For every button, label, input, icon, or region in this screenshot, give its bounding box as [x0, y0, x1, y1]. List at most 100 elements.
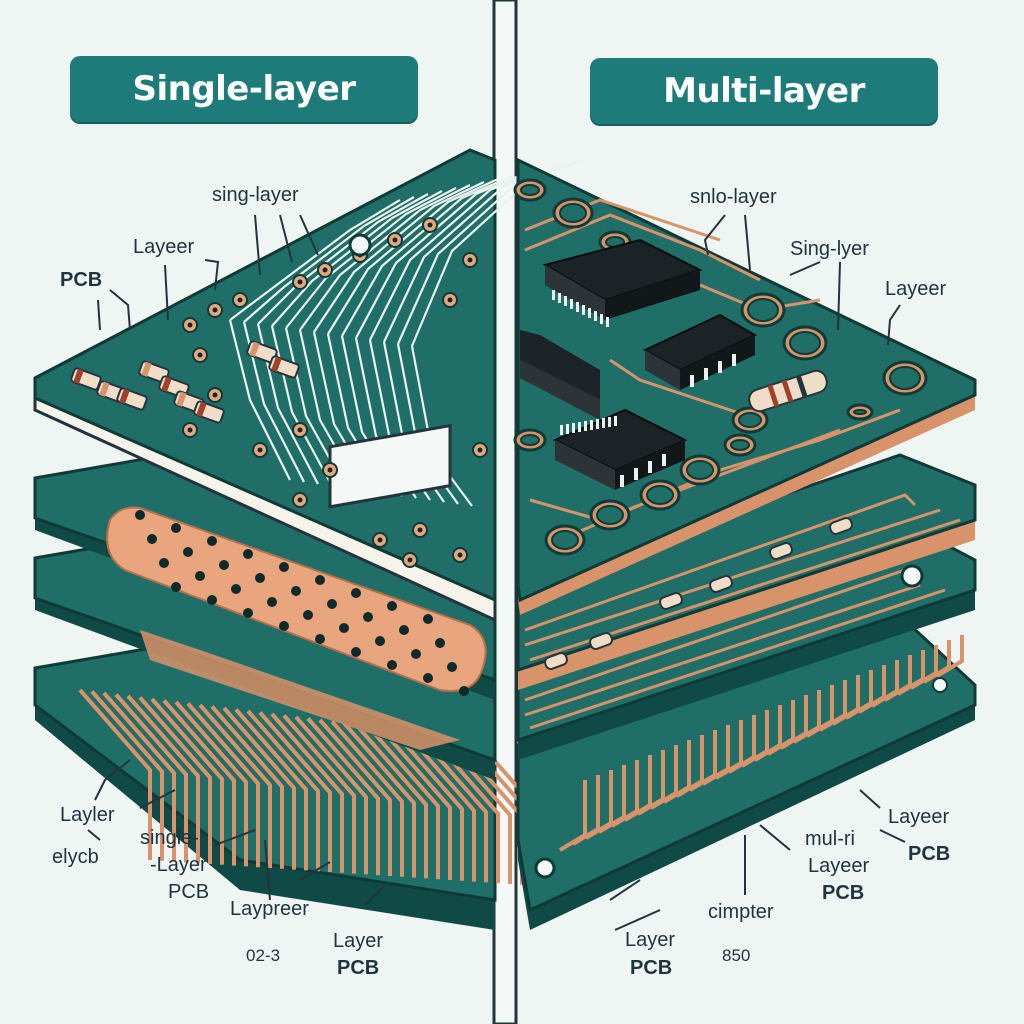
left-copper-pour-holes — [135, 510, 469, 696]
via-hole-icon — [243, 549, 253, 559]
via-hole-icon — [297, 279, 303, 285]
right-label-layeer-2: Layeer — [888, 806, 950, 828]
ic-pin — [588, 308, 591, 318]
ic-pin — [704, 368, 708, 380]
via-hole-icon — [738, 412, 762, 428]
right-label-mul-ri: mul-ri — [805, 828, 855, 850]
ic-pin — [690, 375, 694, 387]
via-hole-icon — [159, 558, 169, 568]
left-top-board — [33, 148, 583, 623]
via-hole-icon — [730, 439, 750, 451]
via-hole-icon — [257, 447, 263, 453]
via-hole-icon — [231, 584, 241, 594]
resistor-icon — [769, 542, 793, 560]
left-single-layer-stack — [33, 148, 583, 930]
via-hole-icon — [447, 297, 453, 303]
via-hole-icon — [853, 409, 867, 415]
copper-trace — [524, 198, 721, 242]
ic-pin — [558, 293, 561, 303]
via-hole-icon — [279, 621, 289, 631]
via-hole-icon — [315, 575, 325, 585]
ic-pin — [596, 419, 599, 429]
copper-trace — [410, 159, 583, 347]
via-hole-icon — [219, 560, 229, 570]
right-middle-board-1 — [516, 453, 977, 690]
copper-trace — [354, 723, 428, 879]
copper-trace — [234, 708, 308, 871]
smd-end-cap — [99, 381, 110, 397]
smd-end-cap — [271, 356, 282, 372]
via-hole-icon — [447, 662, 457, 672]
via-hole-icon — [279, 562, 289, 572]
multi-layer-title: Multi-layer — [590, 58, 938, 124]
via-hole-icon — [327, 467, 333, 473]
via-hole-icon — [351, 647, 361, 657]
copper-trace — [243, 196, 415, 323]
via-hole-icon — [212, 392, 218, 398]
ic-pin — [718, 361, 722, 373]
via-hole-icon — [427, 222, 433, 228]
left-label-pcb-3: PCB — [337, 957, 380, 979]
ic-pin — [594, 311, 597, 321]
copper-trace — [609, 358, 761, 422]
copper-trace — [524, 213, 761, 282]
via-hole-icon — [399, 625, 409, 635]
copper-trace — [378, 726, 452, 880]
via-hole-icon — [387, 660, 397, 670]
via-hole-icon — [315, 634, 325, 644]
left-label-elycb: elycb — [52, 846, 99, 868]
smd-end-cap — [176, 391, 187, 407]
via-hole-icon — [407, 557, 413, 563]
single-layer-title: Single-layer — [70, 56, 418, 122]
ic-pin — [584, 421, 587, 431]
copper-trace — [369, 168, 541, 341]
ic-pin — [608, 417, 611, 427]
copper-trace — [270, 325, 333, 487]
copper-trace — [282, 714, 356, 874]
via-hole-icon — [387, 601, 397, 611]
via-hole-icon — [197, 352, 203, 358]
via-hole-icon — [322, 267, 328, 273]
ic-pin — [572, 423, 575, 433]
via-hole-icon — [559, 203, 587, 223]
resistor-icon — [659, 592, 683, 610]
copper-trace — [341, 174, 513, 337]
left-label-02-3: 02-3 — [246, 946, 281, 965]
via-hole-icon — [520, 434, 540, 446]
via-hole-icon — [147, 534, 157, 544]
right-label-sing-lyer: Sing-lyer — [790, 238, 869, 260]
via-hole-icon — [789, 331, 821, 355]
left-label-single: single- — [140, 827, 199, 849]
via-hole-icon — [375, 636, 385, 646]
ic-pins — [552, 290, 736, 487]
copper-trace — [186, 702, 260, 868]
ic-pin — [552, 290, 555, 300]
smd-end-cap — [161, 376, 172, 392]
ic-chip-icon — [520, 330, 600, 420]
via-hole-icon — [255, 573, 265, 583]
ic-pin — [634, 468, 638, 480]
via-hole-icon — [291, 586, 301, 596]
via-hole-icon — [646, 485, 674, 505]
left-smd-components — [70, 340, 300, 424]
copper-trace — [229, 199, 401, 321]
resistor-icon — [748, 369, 828, 413]
left-via-pads — [182, 217, 488, 568]
right-inner-components — [544, 517, 853, 670]
copper-trace — [114, 693, 188, 863]
via-hole-icon — [303, 610, 313, 620]
copper-trace — [342, 721, 416, 878]
via-hole-icon — [267, 597, 277, 607]
via-hole-icon — [520, 184, 540, 196]
ic-pin — [620, 475, 624, 487]
smd-end-cap — [249, 341, 260, 357]
copper-trace — [257, 193, 429, 325]
ic-pin — [648, 461, 652, 473]
ic-pin — [600, 314, 603, 324]
left-label-sing-layer: sing-layer — [212, 184, 299, 206]
via-hole-icon — [411, 649, 421, 659]
right-label-layer: Layer — [625, 929, 676, 951]
copper-trace — [174, 700, 248, 867]
copper-trace — [90, 690, 164, 861]
